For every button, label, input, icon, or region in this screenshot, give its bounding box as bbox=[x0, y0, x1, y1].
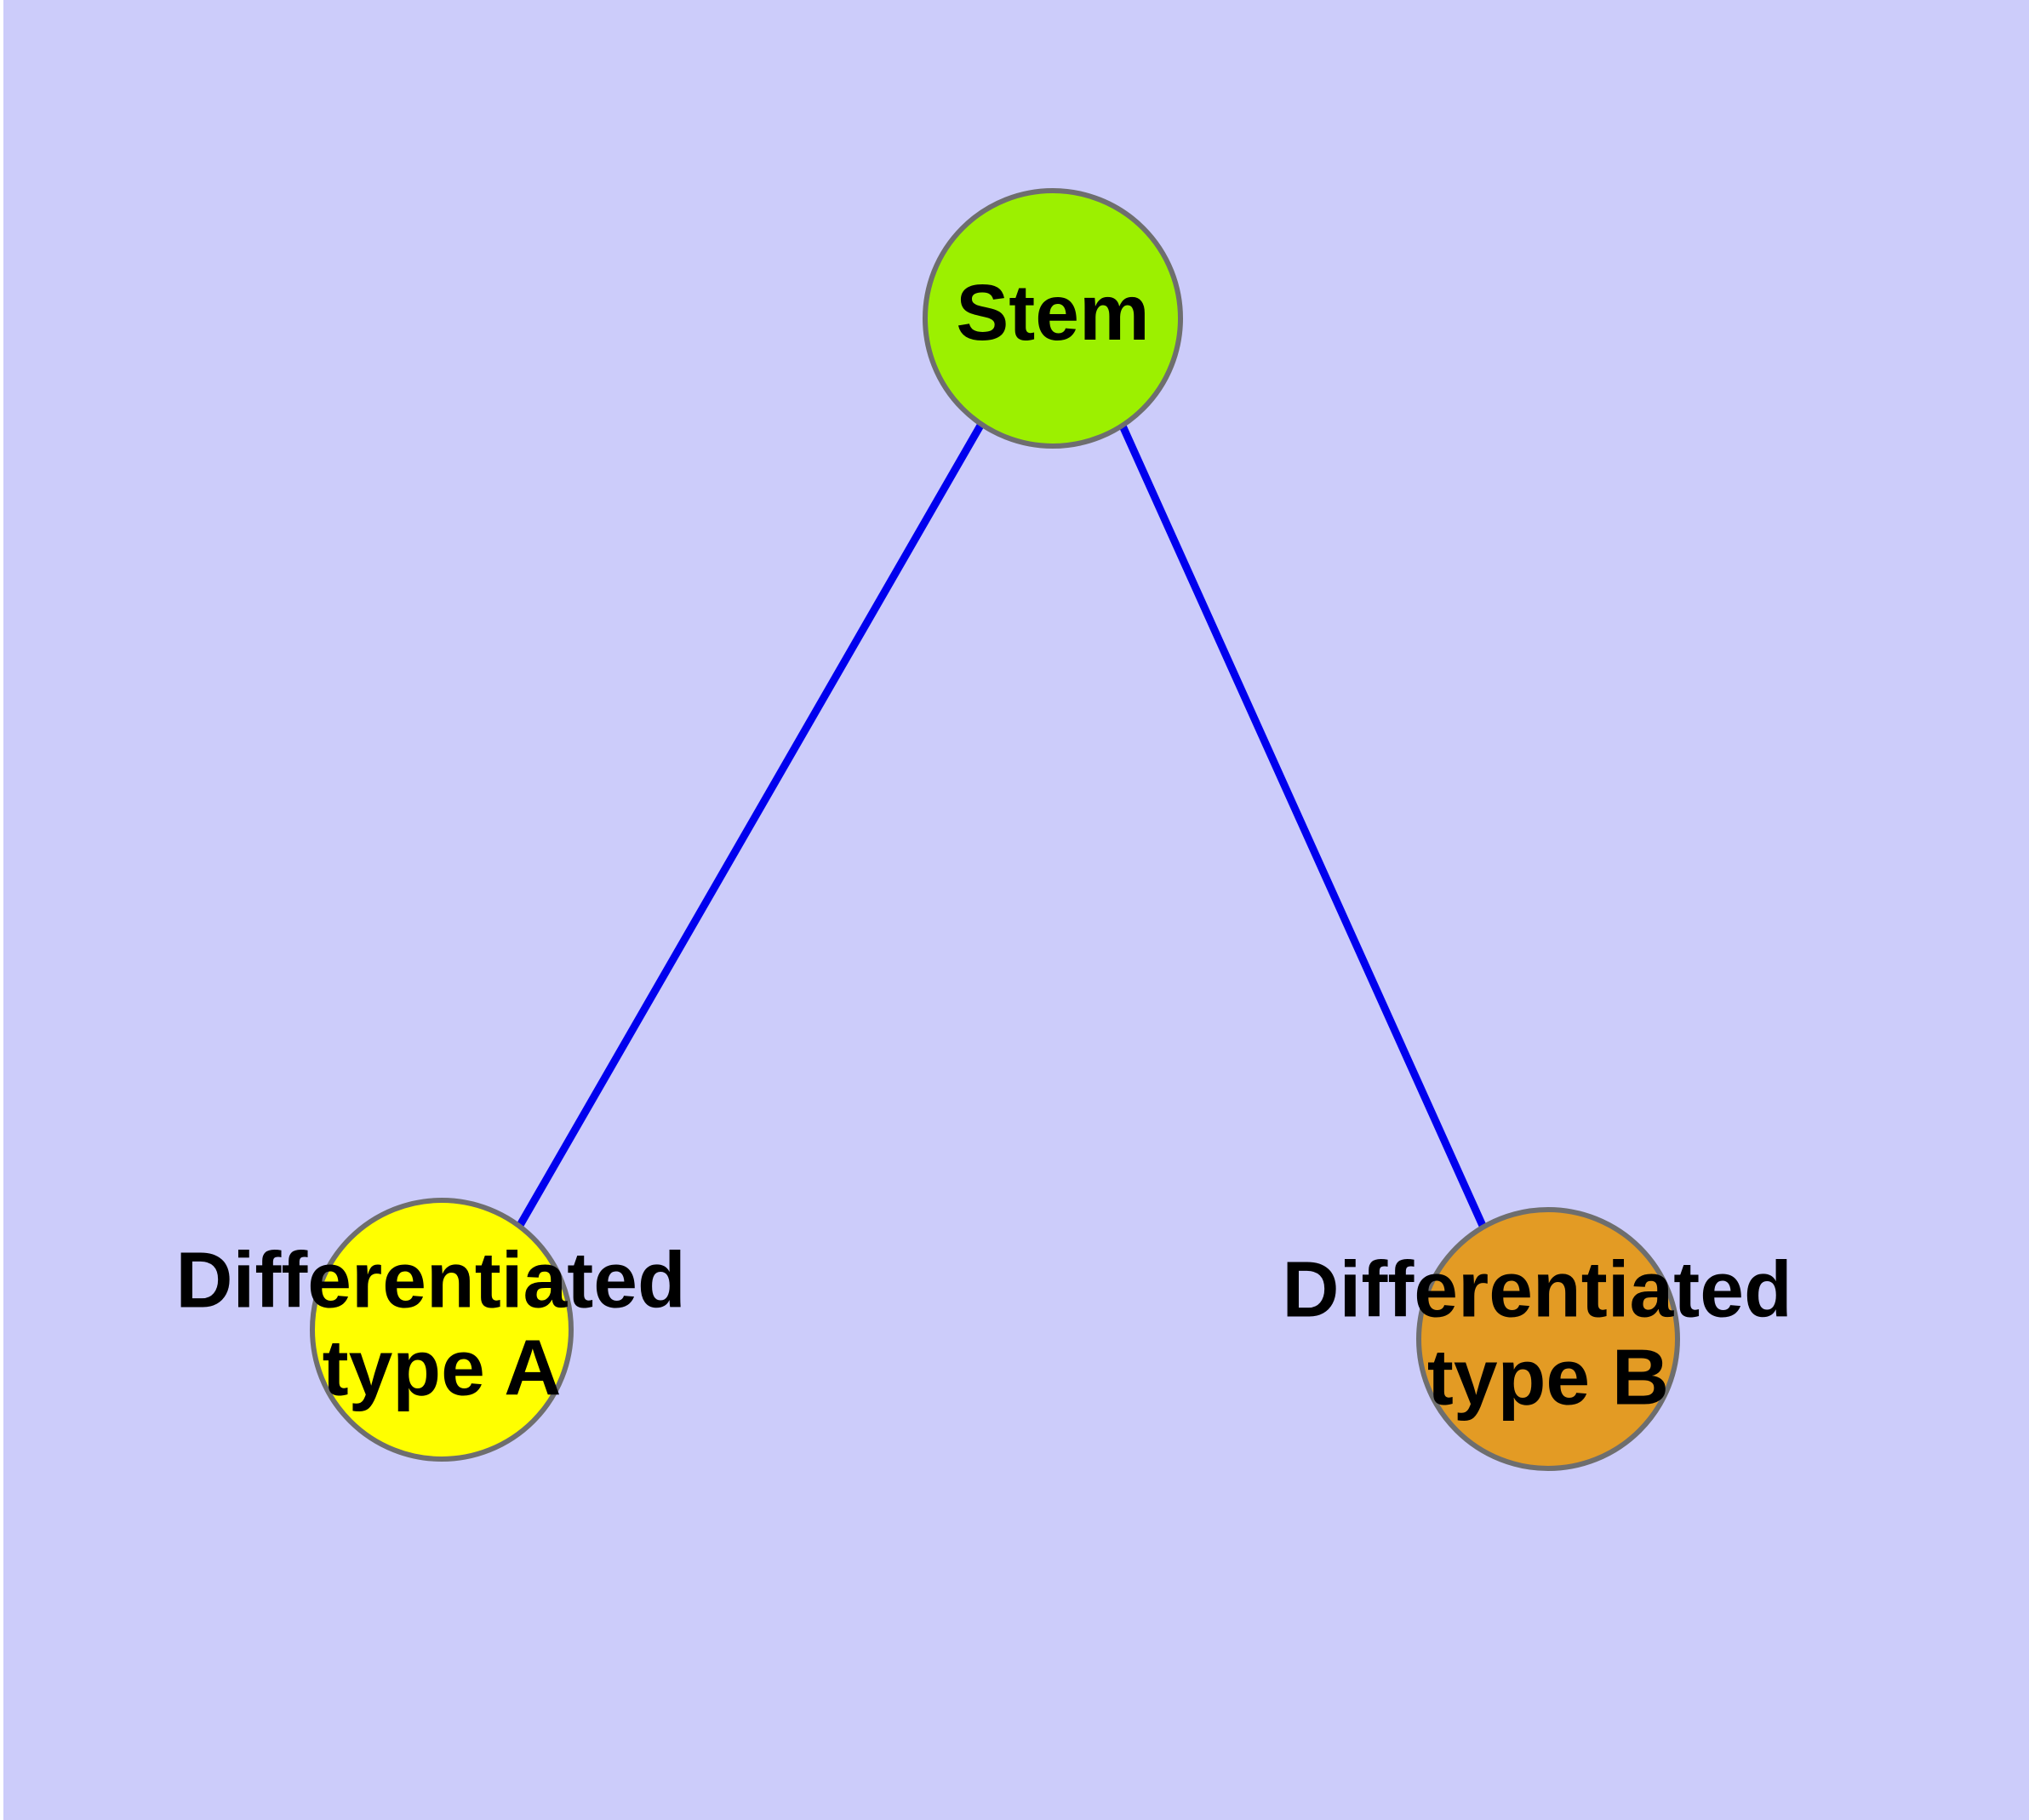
node-differentiated-a-label-line-1: Differentiated bbox=[175, 1235, 685, 1324]
edges-group bbox=[516, 421, 1488, 1229]
node-differentiated-a-circle[interactable] bbox=[310, 1198, 574, 1462]
node-stem-circle[interactable] bbox=[923, 188, 1183, 449]
node-stem[interactable]: Stem bbox=[923, 188, 1183, 449]
node-differentiated-b-label-line-1: Differentiated bbox=[1282, 1245, 1792, 1333]
node-differentiated-b-label-line-2: type B bbox=[1427, 1332, 1669, 1421]
node-differentiated-a-label-line-2: type A bbox=[323, 1323, 562, 1411]
node-differentiated-b-label: Differentiated type B bbox=[1282, 1245, 1814, 1421]
edge-stem-to-differentiated-a[interactable] bbox=[516, 421, 985, 1229]
node-differentiated-b[interactable]: Differentiated type B bbox=[1282, 1207, 1814, 1471]
node-differentiated-b-circle[interactable] bbox=[1416, 1207, 1680, 1471]
node-differentiated-a-label: Differentiated type A bbox=[175, 1235, 707, 1411]
node-differentiated-a[interactable]: Differentiated type A bbox=[175, 1198, 707, 1462]
nodes-group: Stem Differentiated type A Differentiate… bbox=[175, 188, 1814, 1471]
node-stem-label: Stem bbox=[956, 268, 1149, 357]
node-stem-label-line-1: Stem bbox=[956, 268, 1149, 357]
edge-stem-to-differentiated-b[interactable] bbox=[1117, 422, 1488, 1229]
